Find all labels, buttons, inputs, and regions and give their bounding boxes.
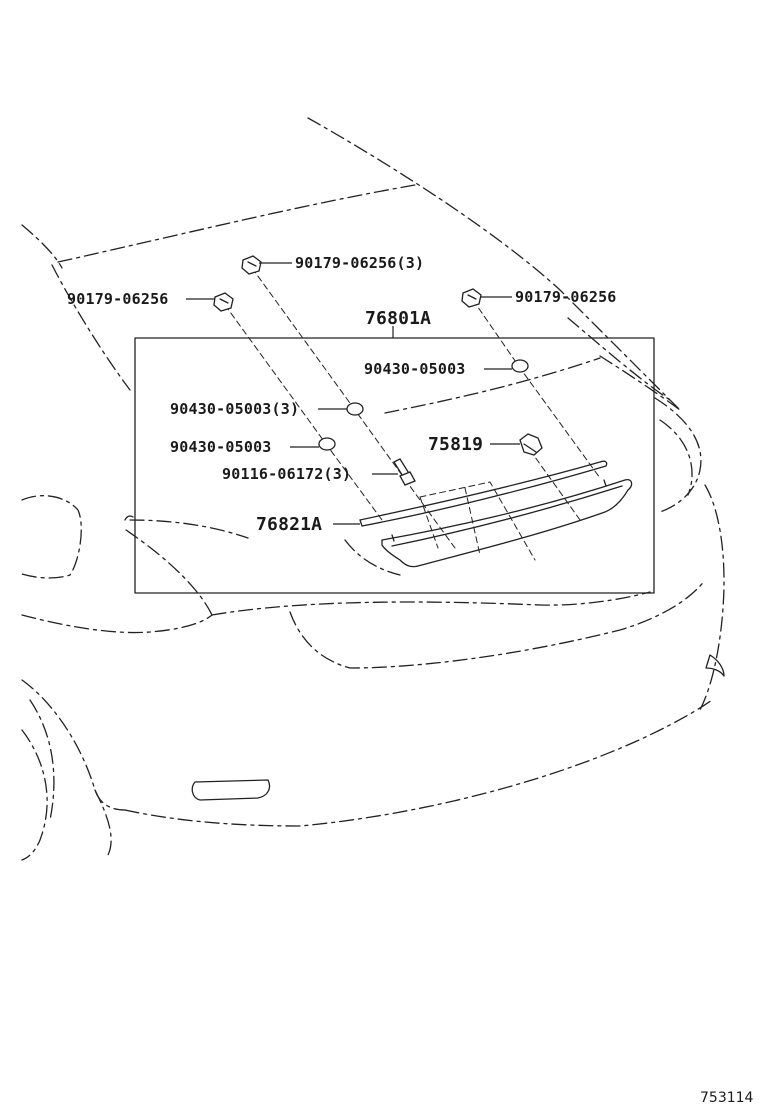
emblem-clip-icon (519, 433, 543, 456)
callout-clip-right: 90179-06256 (515, 288, 617, 306)
vehicle-body-outline (21, 117, 725, 861)
washer-icon (346, 402, 364, 416)
callout-leader-lines (186, 262, 520, 525)
callout-washer-center: 90430-05003(3) (170, 400, 299, 418)
screw-icon (393, 458, 416, 486)
callout-garnish: 76821A (256, 514, 322, 535)
callout-washer-left: 90430-05003 (170, 438, 272, 456)
garnish-molding-parts (359, 460, 633, 568)
callout-assembly: 76801A (365, 308, 431, 329)
fastener-parts (213, 255, 543, 486)
callout-clip-top-center: 90179-06256(3) (295, 254, 424, 272)
illustration-id: 753114 (700, 1090, 754, 1106)
clip-nut-icon (213, 292, 234, 312)
washer-icon (511, 359, 529, 373)
clip-nut-icon (241, 255, 262, 275)
callout-clip-left: 90179-06256 (67, 290, 169, 308)
clip-nut-icon (461, 288, 482, 308)
callout-emblem-clip: 75819 (428, 434, 483, 455)
assembly-outline-box (134, 337, 655, 594)
callout-labels: 90179-06256(3) 90179-06256 90179-06256 7… (67, 254, 617, 535)
callout-screw: 90116-06172(3) (222, 465, 351, 483)
callout-washer-right: 90430-05003 (364, 360, 466, 378)
washer-icon (318, 437, 336, 451)
